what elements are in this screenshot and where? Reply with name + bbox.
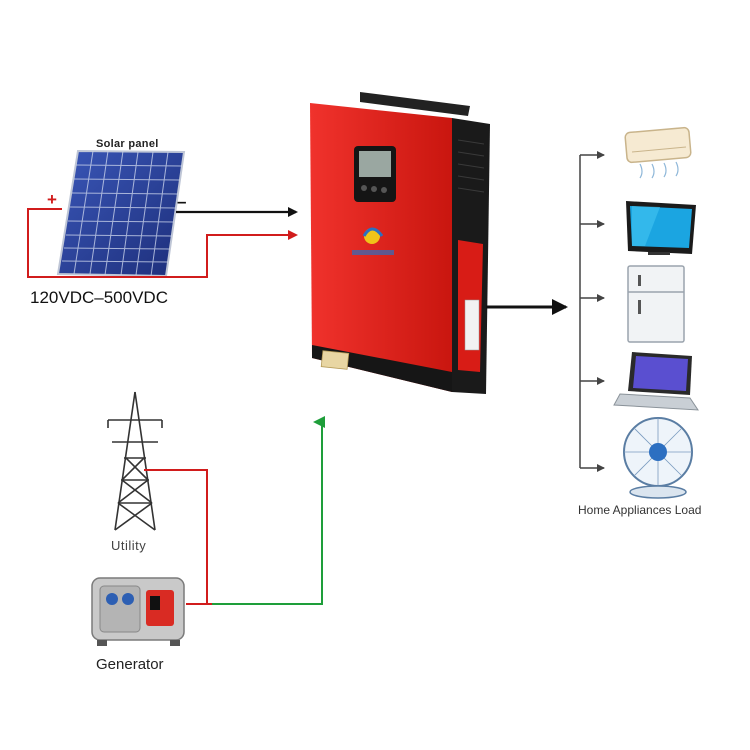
pv-plus-sign: + [47,190,57,209]
fan-icon [623,417,693,499]
transmission-tower-icon [107,391,163,531]
pv-minus-sign: – [177,192,186,211]
solar-panel-icon [56,149,186,278]
television-icon [626,201,696,255]
air-conditioner-icon [624,126,692,179]
laptop-icon [613,352,699,411]
load-bus [579,151,605,472]
voltage-range-label: 120VDC–500VDC [30,288,168,307]
refrigerator-icon [627,265,685,343]
generator-icon [91,577,185,646]
appliances-load-label: Home Appliances Load [578,503,702,517]
source-wires [144,469,212,605]
ac-input-wire [212,416,325,605]
solar-panel-label: Solar panel [96,138,159,150]
utility-label: Utility [111,538,147,553]
solar-inverter-icon [310,92,490,394]
pv-positive-wire [27,208,298,278]
generator-label: Generator [96,656,164,673]
